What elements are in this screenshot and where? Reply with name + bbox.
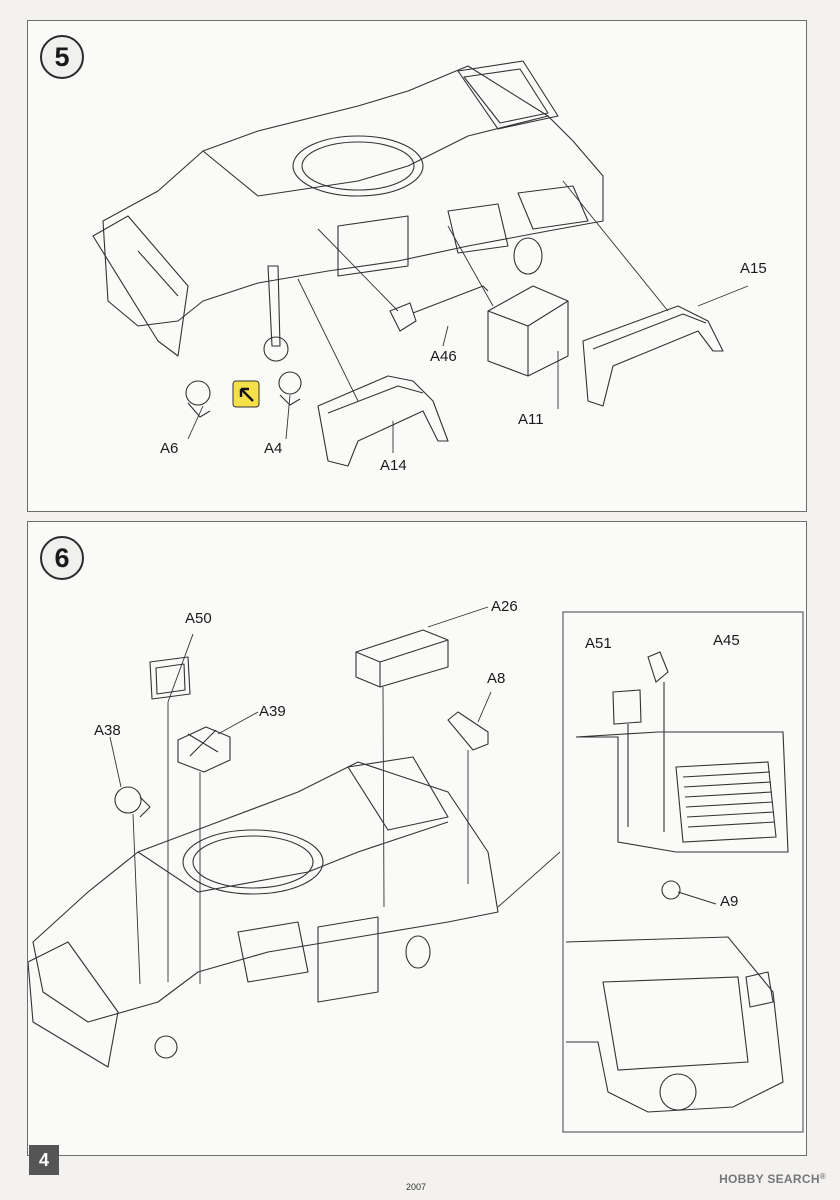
label-a38: A38 [94, 722, 121, 739]
turret-ring-6 [182, 829, 324, 895]
label-a6: A6 [160, 440, 179, 457]
step-5-panel: 5 [27, 20, 807, 512]
label-a51: A51 [585, 635, 612, 652]
side-panel-6 [237, 921, 309, 983]
inset-lower-wheel [659, 1073, 697, 1111]
inset-part-a9 [661, 880, 681, 900]
part-a38-bracket [139, 796, 151, 818]
inset-grille-frame [675, 761, 777, 843]
part-a14-edge [327, 385, 424, 414]
fitted-box-a11 [317, 916, 379, 1003]
guide-a11 [447, 225, 494, 307]
label-a50: A50 [185, 610, 212, 627]
label-a45: A45 [713, 632, 740, 649]
leader-a6 [187, 405, 204, 440]
leader-a39 [217, 711, 259, 735]
label-a11: A11 [518, 411, 544, 428]
guide-a46 [317, 228, 399, 312]
part-a6-bracket [187, 402, 211, 418]
detail-callout-line [497, 851, 561, 908]
label-a9: A9 [720, 893, 739, 910]
hull-outline-6 [32, 761, 499, 1023]
part-a15-shape [582, 305, 724, 407]
part-a6-lamp [185, 380, 211, 406]
part-a8-shape [447, 711, 489, 751]
inset-leader-a9 [677, 891, 717, 905]
inset-lower-box [745, 971, 774, 1008]
step-5-number: 5 [40, 35, 84, 79]
watermark-text: HOBBY SEARCH [719, 1172, 820, 1186]
wheel-hub-right [513, 237, 543, 275]
label-a14: A14 [380, 457, 407, 474]
label-a8: A8 [487, 670, 506, 687]
front-plate-6 [28, 941, 119, 1068]
part-a46-handle [412, 285, 489, 314]
leader-a38 [109, 736, 122, 788]
step-5-drawing [92, 60, 749, 467]
inset-part-a51 [612, 689, 642, 725]
label-a39: A39 [259, 703, 286, 720]
guide-a15 [562, 180, 669, 312]
guide-a38 [132, 813, 141, 985]
front-plate [92, 215, 189, 357]
inset-lower-body [565, 936, 784, 1113]
part-a15-edge [592, 313, 707, 350]
watermark: HOBBY SEARCH® [719, 1172, 826, 1186]
leader-a4 [285, 394, 291, 440]
hull-deck-edge [202, 115, 549, 197]
side-panel-3 [517, 185, 589, 230]
guide-a14 [297, 278, 359, 402]
wheel-hub-left [263, 336, 289, 362]
label-a15: A15 [740, 260, 767, 277]
leader-a15 [697, 285, 749, 307]
part-a4-lamp [278, 371, 302, 395]
part-a50-inner [155, 663, 186, 695]
page-number: 4 [29, 1145, 59, 1175]
page-code: 2007 [406, 1182, 427, 1192]
inset-part-a45 [647, 651, 669, 683]
leader-a26 [427, 606, 489, 628]
turret-ring-inner-6 [192, 835, 314, 889]
rear-hatch [457, 60, 559, 130]
turret-ring-inner [301, 141, 415, 191]
turret-ring [292, 135, 424, 197]
part-a39-cross [187, 729, 219, 757]
part-a38-lamp [114, 786, 142, 814]
detail-inset [562, 611, 804, 1133]
glue-arrow-icon [232, 380, 260, 408]
inset-lower-panel [602, 976, 749, 1071]
part-a39-shape [177, 726, 231, 773]
inset-grille-slats [682, 771, 776, 828]
leader-a8 [477, 691, 492, 723]
label-a26: A26 [491, 598, 518, 615]
wheel-hub-right-6 [405, 935, 431, 969]
wheel-hub-6 [154, 1035, 178, 1059]
label-a4: A4 [264, 440, 283, 457]
guide-a26 [382, 686, 385, 908]
jack-column [267, 265, 281, 347]
inset-upper-body [575, 731, 789, 853]
leader-a46 [442, 325, 449, 347]
step-6-number: 6 [40, 536, 84, 580]
part-a11-edges [487, 300, 569, 376]
part-a26-edges [355, 639, 449, 687]
label-a46: A46 [430, 348, 457, 365]
hull-outline [102, 65, 604, 327]
rear-hatch-panel [463, 68, 549, 124]
step-6-panel: 6 [27, 521, 807, 1156]
rear-hatch-6 [347, 756, 449, 831]
part-a26-shape [355, 629, 449, 688]
part-a50-shape [149, 656, 191, 700]
part-a11-shape [487, 285, 569, 377]
side-panel-1 [337, 215, 409, 277]
watermark-mark: ® [819, 1172, 826, 1181]
part-a46-head [389, 302, 417, 332]
part-a4-bracket [279, 394, 301, 406]
part-a14-shape [317, 375, 449, 467]
step-6-drawing [28, 606, 804, 1133]
front-plate-line [137, 250, 179, 297]
side-panel-2 [447, 203, 509, 254]
leader-a50 [167, 633, 194, 703]
